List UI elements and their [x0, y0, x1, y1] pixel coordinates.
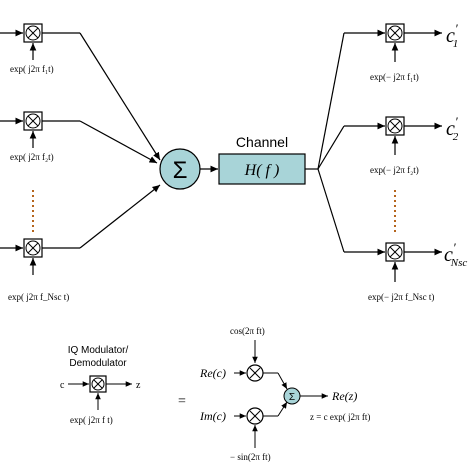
- iq-summer-symbol: Σ: [289, 392, 295, 403]
- rx2-output-symbol: c′2: [446, 114, 459, 143]
- channel-title: Channel: [236, 134, 288, 150]
- rx-mixer-1: [385, 23, 405, 43]
- iq-lower-to-sum: [277, 401, 288, 417]
- iq-lower-mixer: [246, 407, 264, 425]
- tx2-to-sum: [79, 120, 158, 164]
- rx3-output-symbol: c′Nsc: [444, 240, 467, 269]
- tx1-to-sum: [79, 32, 161, 161]
- rx3-carrier-label: exp(− j2π f_Nsc t): [368, 292, 434, 302]
- transmitter-section: exp( j2π f₁t) exp( j2π f₂t) exp( j2π f_N…: [0, 23, 161, 302]
- receiver-section: exp(− j2π f₁t) c′1 exp(− j2π f₂t) c′2 ex…: [305, 21, 467, 302]
- rx-mixer-nsc: [385, 242, 405, 262]
- iq-mixer: [89, 375, 107, 393]
- rx-branch-2: [317, 125, 345, 170]
- summer-node: Σ: [159, 148, 201, 190]
- summer-symbol: Σ: [173, 157, 188, 184]
- rx2-carrier-label: exp(− j2π f₂t): [370, 165, 419, 175]
- iq-cos-label: cos(2π ft): [230, 326, 265, 336]
- iq-im-input: Im(c): [199, 409, 226, 423]
- rx-branch-3: [317, 168, 345, 253]
- iq-summer: Σ: [283, 387, 301, 405]
- iq-upper-to-sum: [277, 372, 288, 390]
- iq-carrier-label: exp( j2π f t): [70, 415, 113, 425]
- iq-re-output: Re(z): [331, 389, 357, 403]
- tx1-carrier-label: exp( j2π f₁t): [10, 64, 54, 74]
- iq-legend-section: IQ Modulator/ Demodulator c z exp( j2π f…: [60, 326, 370, 462]
- iq-input-label: c: [60, 380, 65, 391]
- iq-sin-label: − sin(2π ft): [230, 452, 271, 462]
- iq-upper-mixer: [246, 364, 264, 382]
- iq-title-line2: Demodulator: [69, 358, 127, 369]
- iq-title-line1: IQ Modulator/: [68, 345, 129, 356]
- tx-mixer-2: [23, 111, 43, 131]
- rx1-carrier-label: exp(− j2π f₁t): [370, 72, 419, 82]
- iq-equation: z = c exp( j2π ft): [310, 412, 370, 422]
- tx3-to-sum: [79, 184, 161, 249]
- tx2-carrier-label: exp( j2π f₂t): [10, 152, 54, 162]
- channel-block: H( f ): [218, 153, 306, 185]
- channel-transfer-function: H( f ): [244, 162, 280, 179]
- tx-mixer-nsc: [23, 238, 43, 258]
- rx-mixer-2: [385, 116, 405, 136]
- rx1-output-symbol: c′1: [446, 21, 458, 50]
- tx3-carrier-label: exp( j2π f_Nsc t): [8, 292, 69, 302]
- iq-output-label: z: [136, 380, 141, 391]
- rx-branch-1: [317, 32, 345, 170]
- iq-re-input: Re(c): [199, 366, 226, 380]
- iq-equals-sign: =: [178, 394, 186, 409]
- tx-mixer-1: [23, 23, 43, 43]
